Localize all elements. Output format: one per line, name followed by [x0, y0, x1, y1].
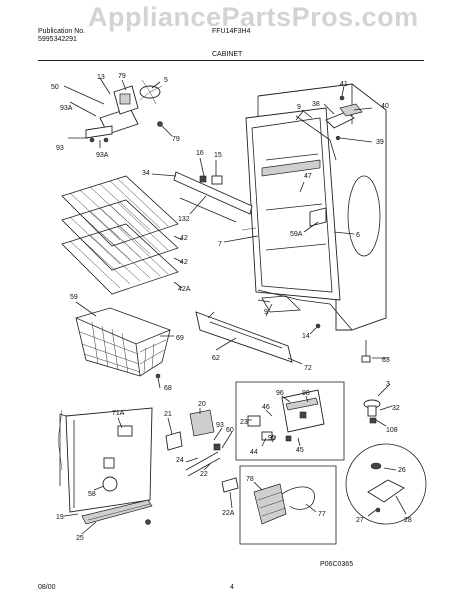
callout-22: 22	[200, 471, 208, 478]
callout-26: 26	[398, 467, 406, 474]
callout-22a: 22A	[222, 510, 235, 517]
callout-79: 79	[172, 136, 180, 143]
callout-93: 93	[56, 145, 64, 152]
callout-9: 9	[264, 309, 268, 316]
callout-132: 132	[178, 216, 190, 223]
callout-41: 41	[340, 81, 348, 88]
callout-42: 42	[180, 235, 188, 242]
callout-5: 5	[164, 77, 168, 84]
callout-42a: 42A	[178, 286, 191, 293]
callout-62: 62	[212, 355, 220, 362]
callout-78: 78	[246, 476, 254, 483]
callout-77: 77	[318, 511, 326, 518]
callout-42: 42	[180, 259, 188, 266]
callout-9: 9	[297, 104, 301, 111]
diagram-code: P06C0365	[320, 561, 353, 568]
callout-40: 40	[381, 103, 389, 110]
callout-25: 25	[76, 535, 84, 542]
callout-46: 46	[262, 404, 270, 411]
header-rule	[38, 60, 424, 61]
callout-96: 96	[276, 390, 284, 397]
callout-68: 68	[164, 385, 172, 392]
callout-47: 47	[304, 173, 312, 180]
switch-and-cover	[165, 409, 239, 493]
callout-93a: 93A	[96, 152, 109, 159]
callout-24: 24	[176, 457, 184, 464]
watermark: AppliancePartsPros.com	[88, 2, 419, 32]
callout-93: 93	[216, 422, 224, 429]
callout-23: 23	[240, 419, 248, 426]
callout-38: 38	[312, 101, 320, 108]
callout-108: 108	[386, 427, 398, 434]
callout-59a: 59A	[290, 231, 303, 238]
callout-19: 19	[56, 514, 64, 521]
control-housing	[57, 407, 153, 525]
callout-14: 14	[302, 333, 310, 340]
callout-32: 32	[392, 405, 400, 412]
callout-7: 7	[218, 241, 222, 248]
fan-motor-assembly	[85, 79, 163, 143]
callout-60: 60	[226, 427, 234, 434]
callout-6: 6	[356, 232, 360, 239]
callout-3: 3	[386, 381, 390, 388]
model-number: FFU14F3H4	[212, 28, 251, 35]
section-title: CABINET	[212, 51, 243, 58]
callout-63: 63	[382, 357, 390, 364]
relay-overload-inset	[235, 381, 345, 461]
callout-44: 44	[250, 449, 258, 456]
callout-71a: 71A	[112, 410, 125, 417]
wire-shelves	[61, 175, 179, 295]
callout-34: 34	[142, 170, 150, 177]
callout-93a: 93A	[60, 105, 73, 112]
freezer-basket	[74, 307, 172, 379]
callout-16: 16	[196, 150, 204, 157]
callout-21: 21	[164, 411, 172, 418]
power-cord-inset	[239, 465, 337, 545]
base-grille-panel	[195, 311, 293, 363]
callout-69: 69	[176, 335, 184, 342]
freezer-cabinet	[235, 83, 387, 331]
callout-27: 27	[356, 517, 364, 524]
callout-15: 15	[214, 152, 222, 159]
callout-39: 39	[376, 139, 384, 146]
callout-79: 79	[118, 73, 126, 80]
callout-95: 95	[268, 435, 276, 442]
callout-50: 50	[51, 84, 59, 91]
callout-45: 45	[296, 447, 304, 454]
callout-72: 72	[304, 365, 312, 372]
footer-date: 08/00	[38, 584, 56, 591]
publication-number: 5995342291	[38, 36, 77, 43]
callout-20: 20	[198, 401, 206, 408]
callout-98: 98	[302, 390, 310, 397]
shelf-support-rail	[173, 171, 253, 223]
callout-59: 59	[70, 294, 78, 301]
callout-28: 28	[404, 517, 412, 524]
leveling-leg	[361, 340, 381, 424]
thermostat-assembly	[325, 95, 363, 141]
callout-13: 13	[97, 74, 105, 81]
publication-label: Publication No.	[38, 28, 86, 35]
callout-58: 58	[88, 491, 96, 498]
hinge-detail-inset	[345, 443, 427, 525]
page-number: 4	[230, 584, 234, 591]
